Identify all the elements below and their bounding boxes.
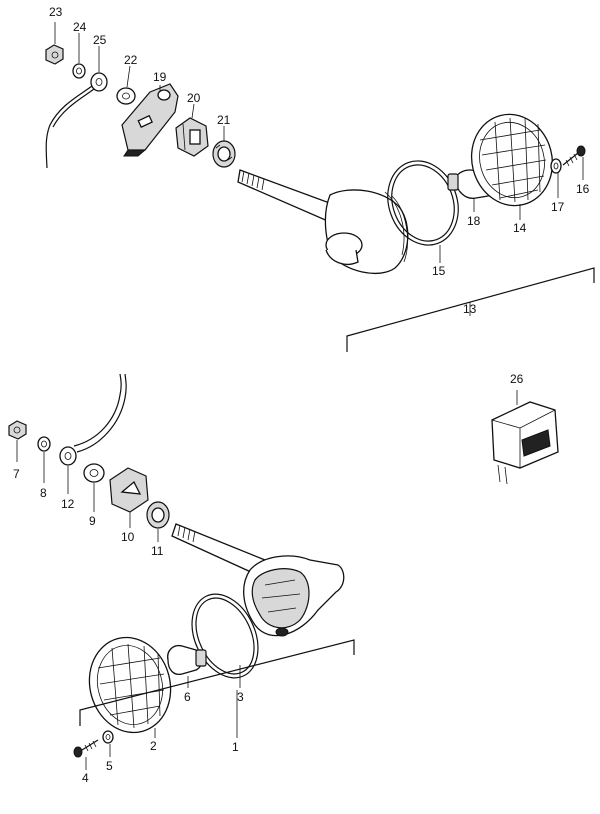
callout-25: 25 <box>93 33 107 47</box>
callout-23: 23 <box>49 5 63 19</box>
part-13-rear-housing <box>237 169 409 275</box>
part-16-screw <box>562 145 586 167</box>
callout-14: 14 <box>513 221 527 235</box>
callout-17: 17 <box>551 200 565 214</box>
callout-24: 24 <box>73 20 87 34</box>
part-21-collar-nut <box>212 140 236 168</box>
upper-turn-signal-assembly <box>45 22 595 352</box>
part-23-nut <box>45 44 64 65</box>
part-2-lens <box>88 636 172 734</box>
callout-1: 1 <box>232 740 239 754</box>
callout-10: 10 <box>121 530 135 544</box>
callout-19: 19 <box>153 70 167 84</box>
part-3-gasket <box>191 593 259 679</box>
callout-18: 18 <box>467 214 481 228</box>
part-19-mounting-bracket <box>121 83 179 157</box>
callout-2: 2 <box>150 739 157 753</box>
callout-3: 3 <box>237 690 244 704</box>
callout-9: 9 <box>89 514 96 528</box>
callout-21: 21 <box>217 113 231 127</box>
callout-15: 15 <box>432 264 446 278</box>
part-26-relay <box>491 390 559 485</box>
upper-leader-lines <box>54 22 595 352</box>
part-12-ground-terminal <box>59 446 77 466</box>
callout-13: 13 <box>463 302 477 316</box>
part-20-grommet <box>175 117 209 157</box>
part-5-washer <box>102 730 114 744</box>
lower-leader-lines <box>16 440 355 770</box>
part-7-nut <box>8 420 27 440</box>
part-10-grommet <box>109 467 149 513</box>
part-22-washer <box>116 87 136 105</box>
part-17-washer <box>550 158 562 174</box>
part-9-washer <box>83 463 105 483</box>
callout-20: 20 <box>187 91 201 105</box>
part-4-screw <box>73 739 99 758</box>
part-24-washer <box>72 63 86 79</box>
callout-7: 7 <box>13 467 20 481</box>
callout-4: 4 <box>82 771 89 785</box>
callout-8: 8 <box>40 486 47 500</box>
callout-22: 22 <box>124 53 138 67</box>
part-11-collar-nut <box>146 501 170 529</box>
callout-12: 12 <box>61 497 75 511</box>
callout-6: 6 <box>184 690 191 704</box>
part-1-front-housing <box>171 523 345 637</box>
part-15-gasket <box>387 160 459 246</box>
callout-16: 16 <box>576 182 590 196</box>
part-25-ground-terminal <box>45 72 108 169</box>
callout-26: 26 <box>510 372 524 386</box>
part-8-washer <box>37 436 51 452</box>
callout-labels: 23 24 25 22 19 20 21 16 17 18 14 15 13 2… <box>13 5 590 785</box>
part-14-lens <box>470 113 554 207</box>
lower-turn-signal-assembly <box>8 373 355 770</box>
callout-5: 5 <box>106 759 113 773</box>
part-6-bulb <box>167 644 207 676</box>
callout-11: 11 <box>151 544 164 558</box>
